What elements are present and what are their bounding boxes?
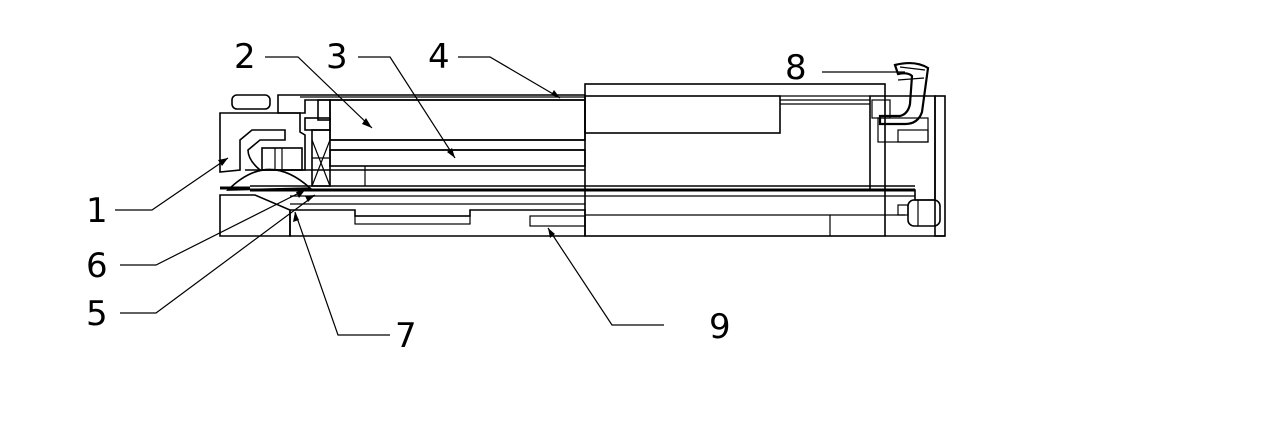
label-6: 6 xyxy=(86,246,108,286)
leader-1 xyxy=(115,157,229,211)
part-3-inner-sleeve xyxy=(329,139,586,167)
part-7-base-plate xyxy=(289,209,586,237)
part-6-coupling xyxy=(261,117,331,187)
central-shaft xyxy=(245,166,915,205)
label-8: 8 xyxy=(785,48,807,88)
part-8-clip xyxy=(878,61,930,126)
label-3: 3 xyxy=(326,37,348,77)
part-2-outer-sleeve xyxy=(317,99,586,141)
right-housing xyxy=(584,83,945,237)
leader-lines xyxy=(115,56,905,336)
label-4: 4 xyxy=(428,37,450,77)
top-cover-plate xyxy=(277,94,586,114)
leader-9 xyxy=(547,227,664,326)
label-2: 2 xyxy=(234,37,256,77)
leader-7 xyxy=(294,211,390,336)
leader-6 xyxy=(120,189,306,266)
label-9: 9 xyxy=(709,307,731,347)
label-7: 7 xyxy=(395,316,417,356)
leader-4 xyxy=(458,56,561,99)
top-bolt xyxy=(231,94,271,110)
arrowheads xyxy=(218,90,560,238)
label-1: 1 xyxy=(86,191,108,231)
leader-2 xyxy=(265,56,373,129)
leader-3 xyxy=(358,56,456,159)
label-5: 5 xyxy=(86,294,108,334)
leader-5 xyxy=(120,194,316,314)
part-labels: 1 2 3 4 5 6 7 8 9 xyxy=(86,37,807,356)
